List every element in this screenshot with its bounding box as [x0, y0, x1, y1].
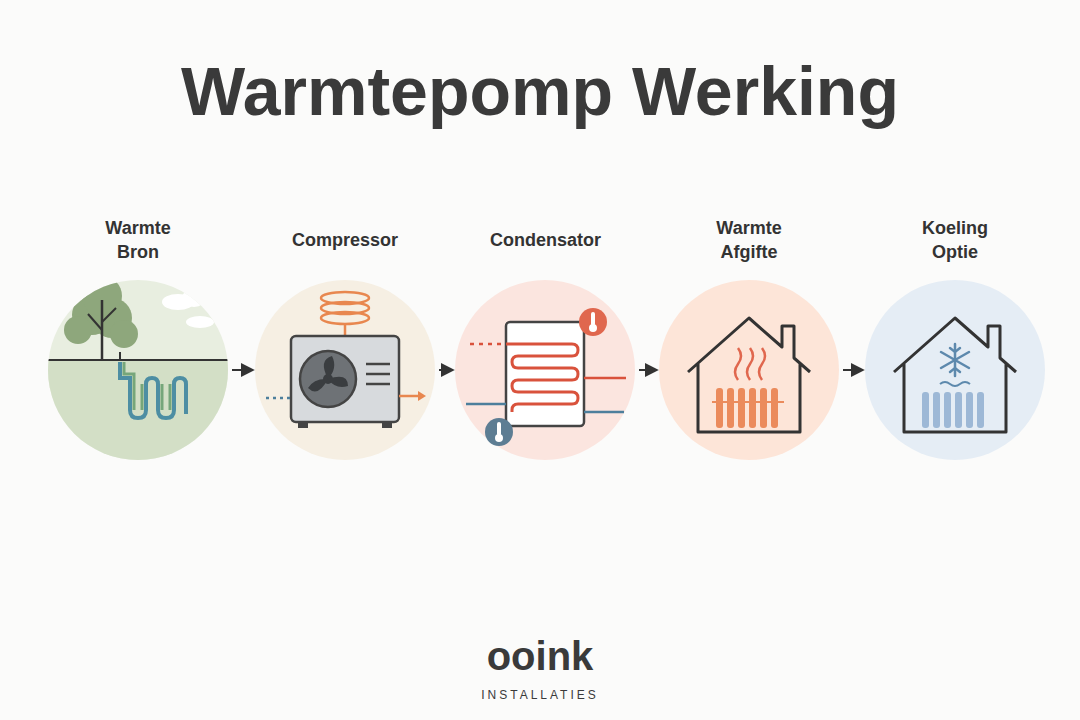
cooling-circle — [865, 280, 1045, 460]
compressor-illustration — [266, 292, 426, 428]
step-heading-area: Koeling Optie — [865, 212, 1045, 268]
step-heading-area: Warmte Afgifte — [659, 212, 839, 268]
heating-house-illustration — [688, 318, 810, 432]
compressor-circle — [255, 280, 435, 460]
step-heading-area: Compressor — [255, 212, 435, 268]
condenser-illustration — [466, 308, 626, 446]
flow-arrow — [843, 369, 862, 371]
process-step: Warmte Afgifte — [659, 212, 839, 460]
heat-circle — [659, 280, 839, 460]
process-step: Koeling Optie — [865, 212, 1045, 460]
cooling-house-illustration — [894, 318, 1016, 432]
step-heading: Warmte Bron — [83, 216, 193, 264]
logo-wordmark: ooink — [390, 634, 690, 679]
diagram-title: Warmtepomp Werking — [0, 52, 1080, 130]
step-heading-area: Warmte Bron — [48, 212, 228, 268]
process-step: Compressor — [255, 212, 435, 460]
step-heading: Koeling Optie — [900, 216, 1010, 264]
process-step: Condensator — [455, 212, 635, 460]
condenser-circle — [455, 280, 635, 460]
logo-subtitle: INSTALLATIES — [390, 688, 690, 702]
step-heading: Warmte Afgifte — [694, 216, 804, 264]
flow-arrow — [232, 369, 252, 371]
ground-illustration — [40, 276, 240, 480]
step-heading-area: Condensator — [455, 212, 635, 268]
step-heading: Compressor — [290, 228, 400, 252]
flow-arrow — [439, 369, 452, 371]
step-heading: Condensator — [490, 228, 600, 252]
flow-arrow — [639, 369, 656, 371]
process-step: Warmte Bron — [48, 212, 228, 460]
